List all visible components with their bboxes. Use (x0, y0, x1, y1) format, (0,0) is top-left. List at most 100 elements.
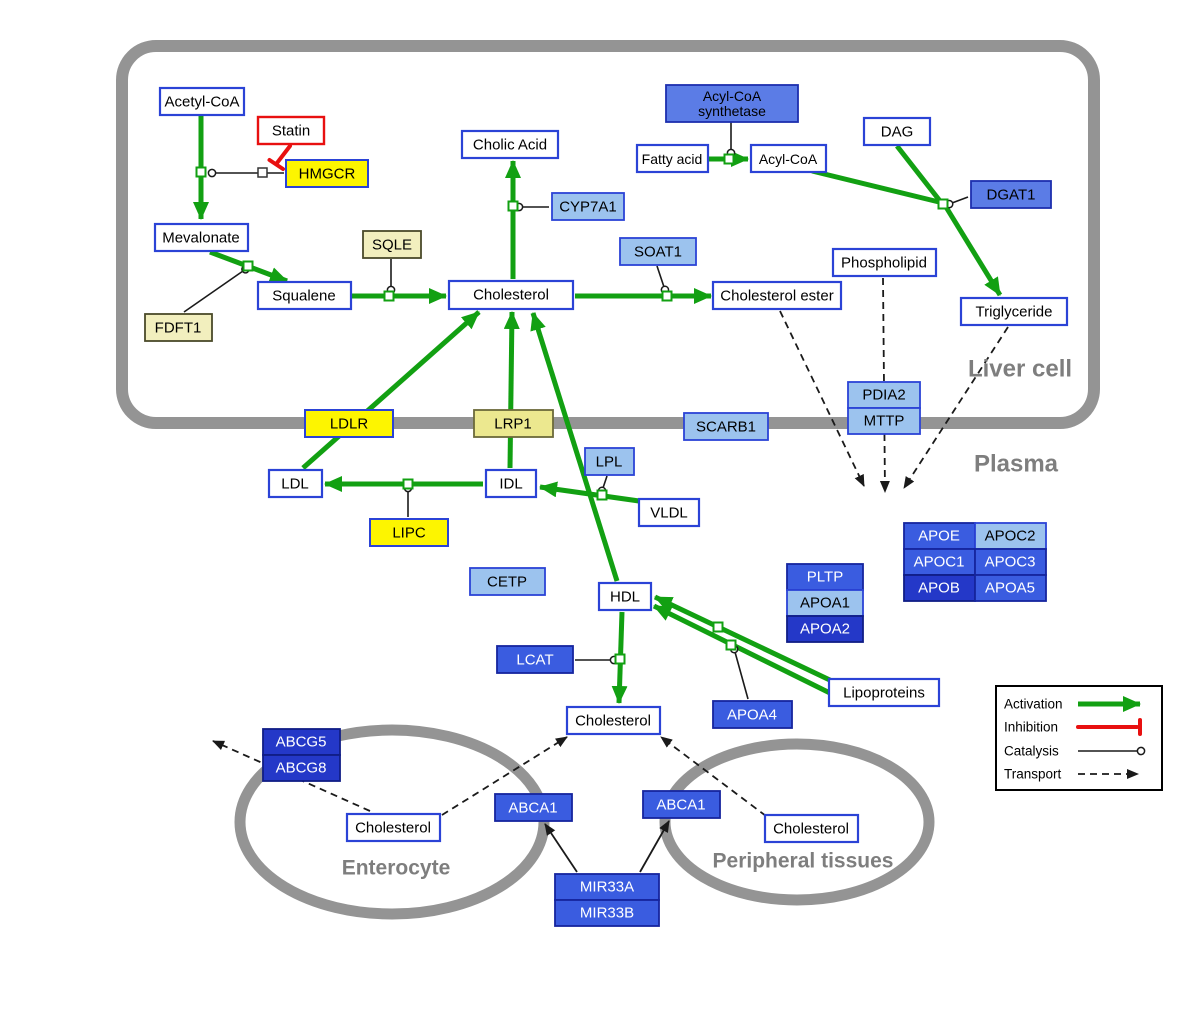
acyl-coa-metab-box[interactable] (749, 143, 828, 174)
ldl-box[interactable] (267, 468, 324, 499)
hdl-box[interactable] (597, 581, 653, 612)
node-apoe[interactable]: APOE (903, 522, 976, 550)
node-vldl[interactable]: VLDL (637, 497, 701, 528)
node-apoa2[interactable]: APOA2 (786, 615, 864, 643)
node-triglyceride[interactable]: Triglyceride (959, 296, 1069, 327)
mttp-box[interactable] (847, 407, 921, 435)
abca1-peripheral-box[interactable] (642, 790, 721, 819)
fdft1-box[interactable] (144, 313, 213, 342)
acetyl-coa-box[interactable] (158, 86, 246, 117)
enterocyte-label: Enterocyte (342, 857, 451, 880)
lpl-box[interactable] (584, 447, 635, 476)
node-mir33b[interactable]: MIR33B (554, 899, 660, 927)
node-phospholipid[interactable]: Phospholipid (831, 247, 938, 278)
dag-box[interactable] (862, 116, 932, 147)
node-scarb1[interactable]: SCARB1 (683, 412, 769, 441)
cyp7a1-box[interactable] (551, 192, 625, 221)
cholesterol-plasma-box[interactable] (565, 705, 662, 736)
mir33b-box[interactable] (554, 899, 660, 927)
squalene-box[interactable] (256, 280, 353, 311)
node-pdia2[interactable]: PDIA2 (847, 381, 921, 409)
node-lipc[interactable]: LIPC (369, 518, 449, 547)
node-apoa5[interactable]: APOA5 (974, 574, 1047, 602)
acyl-coa-synthetase-box[interactable] (665, 84, 799, 123)
node-apoa4[interactable]: APOA4 (712, 700, 793, 729)
node-mttp[interactable]: MTTP (847, 407, 921, 435)
cholesterol-ester-box[interactable] (711, 280, 843, 311)
cetp-box[interactable] (469, 567, 546, 596)
triglyceride-box[interactable] (959, 296, 1069, 327)
cholesterol-peripheral-box[interactable] (763, 813, 860, 844)
node-ldl[interactable]: LDL (267, 468, 324, 499)
apoa4-box[interactable] (712, 700, 793, 729)
abcg8-box[interactable] (262, 754, 341, 782)
apob-box[interactable] (903, 574, 976, 602)
sqle-box[interactable] (362, 230, 422, 259)
node-fatty-acid[interactable]: Fatty acid (635, 143, 710, 174)
cholesterol-liver-box[interactable] (447, 279, 575, 311)
hmgcr-box[interactable] (285, 159, 369, 188)
node-acetyl-coa[interactable]: Acetyl-CoA (158, 86, 246, 117)
pltp-box[interactable] (786, 563, 864, 591)
node-abcg8[interactable]: ABCG8 (262, 754, 341, 782)
node-mir33a[interactable]: MIR33A (554, 873, 660, 901)
node-ldlr[interactable]: LDLR (304, 409, 394, 438)
idl-box[interactable] (484, 468, 538, 499)
node-statin[interactable]: Statin (256, 115, 326, 146)
node-abca1-peripheral[interactable]: ABCA1 (642, 790, 721, 819)
node-hdl[interactable]: HDL (597, 581, 653, 612)
phospholipid-box[interactable] (831, 247, 938, 278)
node-cholesterol-enterocyte[interactable]: Cholesterol (345, 812, 442, 843)
cholesterol-enterocyte-box[interactable] (345, 812, 442, 843)
node-cholic-acid[interactable]: Cholic Acid (460, 129, 560, 160)
apoa1-box[interactable] (786, 589, 864, 617)
node-lcat[interactable]: LCAT (496, 645, 574, 674)
node-abca1-enterocyte[interactable]: ABCA1 (494, 793, 573, 822)
node-idl[interactable]: IDL (484, 468, 538, 499)
node-dgat1[interactable]: DGAT1 (970, 180, 1052, 209)
lcat-box[interactable] (496, 645, 574, 674)
node-dag[interactable]: DAG (862, 116, 932, 147)
node-cholesterol-ester[interactable]: Cholesterol ester (711, 280, 843, 311)
node-cetp[interactable]: CETP (469, 567, 546, 596)
node-apoa1[interactable]: APOA1 (786, 589, 864, 617)
apoa2-box[interactable] (786, 615, 864, 643)
scarb1-box[interactable] (683, 412, 769, 441)
node-apoc3[interactable]: APOC3 (974, 548, 1047, 576)
node-fdft1[interactable]: FDFT1 (144, 313, 213, 342)
cholic-acid-box[interactable] (460, 129, 560, 160)
node-lpl[interactable]: LPL (584, 447, 635, 476)
dgat1-box[interactable] (970, 180, 1052, 209)
ldlr-box[interactable] (304, 409, 394, 438)
abca1-enterocyte-box[interactable] (494, 793, 573, 822)
node-soat1[interactable]: SOAT1 (619, 237, 697, 266)
node-cholesterol-plasma[interactable]: Cholesterol (565, 705, 662, 736)
node-pltp[interactable]: PLTP (786, 563, 864, 591)
lipc-box[interactable] (369, 518, 449, 547)
node-sqle[interactable]: SQLE (362, 230, 422, 259)
node-lipoproteins[interactable]: Lipoproteins (827, 677, 941, 708)
fatty-acid-box[interactable] (635, 143, 710, 174)
statin-box[interactable] (256, 115, 326, 146)
node-abcg5[interactable]: ABCG5 (262, 728, 341, 756)
node-apoc1[interactable]: APOC1 (903, 548, 976, 576)
abcg8-label: ABCG8 (276, 760, 327, 777)
node-lrp1[interactable]: LRP1 (473, 409, 554, 438)
soat1-box[interactable] (619, 237, 697, 266)
node-cholesterol-peripheral[interactable]: Cholesterol (763, 813, 860, 844)
node-squalene[interactable]: Squalene (256, 280, 353, 311)
node-hmgcr[interactable]: HMGCR (285, 159, 369, 188)
node-acyl-coa[interactable]: Acyl-CoA (749, 143, 828, 174)
node-apoc2[interactable]: APOC2 (974, 522, 1047, 550)
lrp1-box[interactable] (473, 409, 554, 438)
vldl-box[interactable] (637, 497, 701, 528)
node-cyp7a1[interactable]: CYP7A1 (551, 192, 625, 221)
mevalonate-box[interactable] (153, 222, 250, 253)
node-apob[interactable]: APOB (903, 574, 976, 602)
lipoproteins-box[interactable] (827, 677, 941, 708)
node-cholesterol-liver[interactable]: Cholesterol (447, 279, 575, 311)
node-mevalonate[interactable]: Mevalonate (153, 222, 250, 253)
apoa5-box[interactable] (974, 574, 1047, 602)
apoe-box[interactable] (903, 522, 976, 550)
